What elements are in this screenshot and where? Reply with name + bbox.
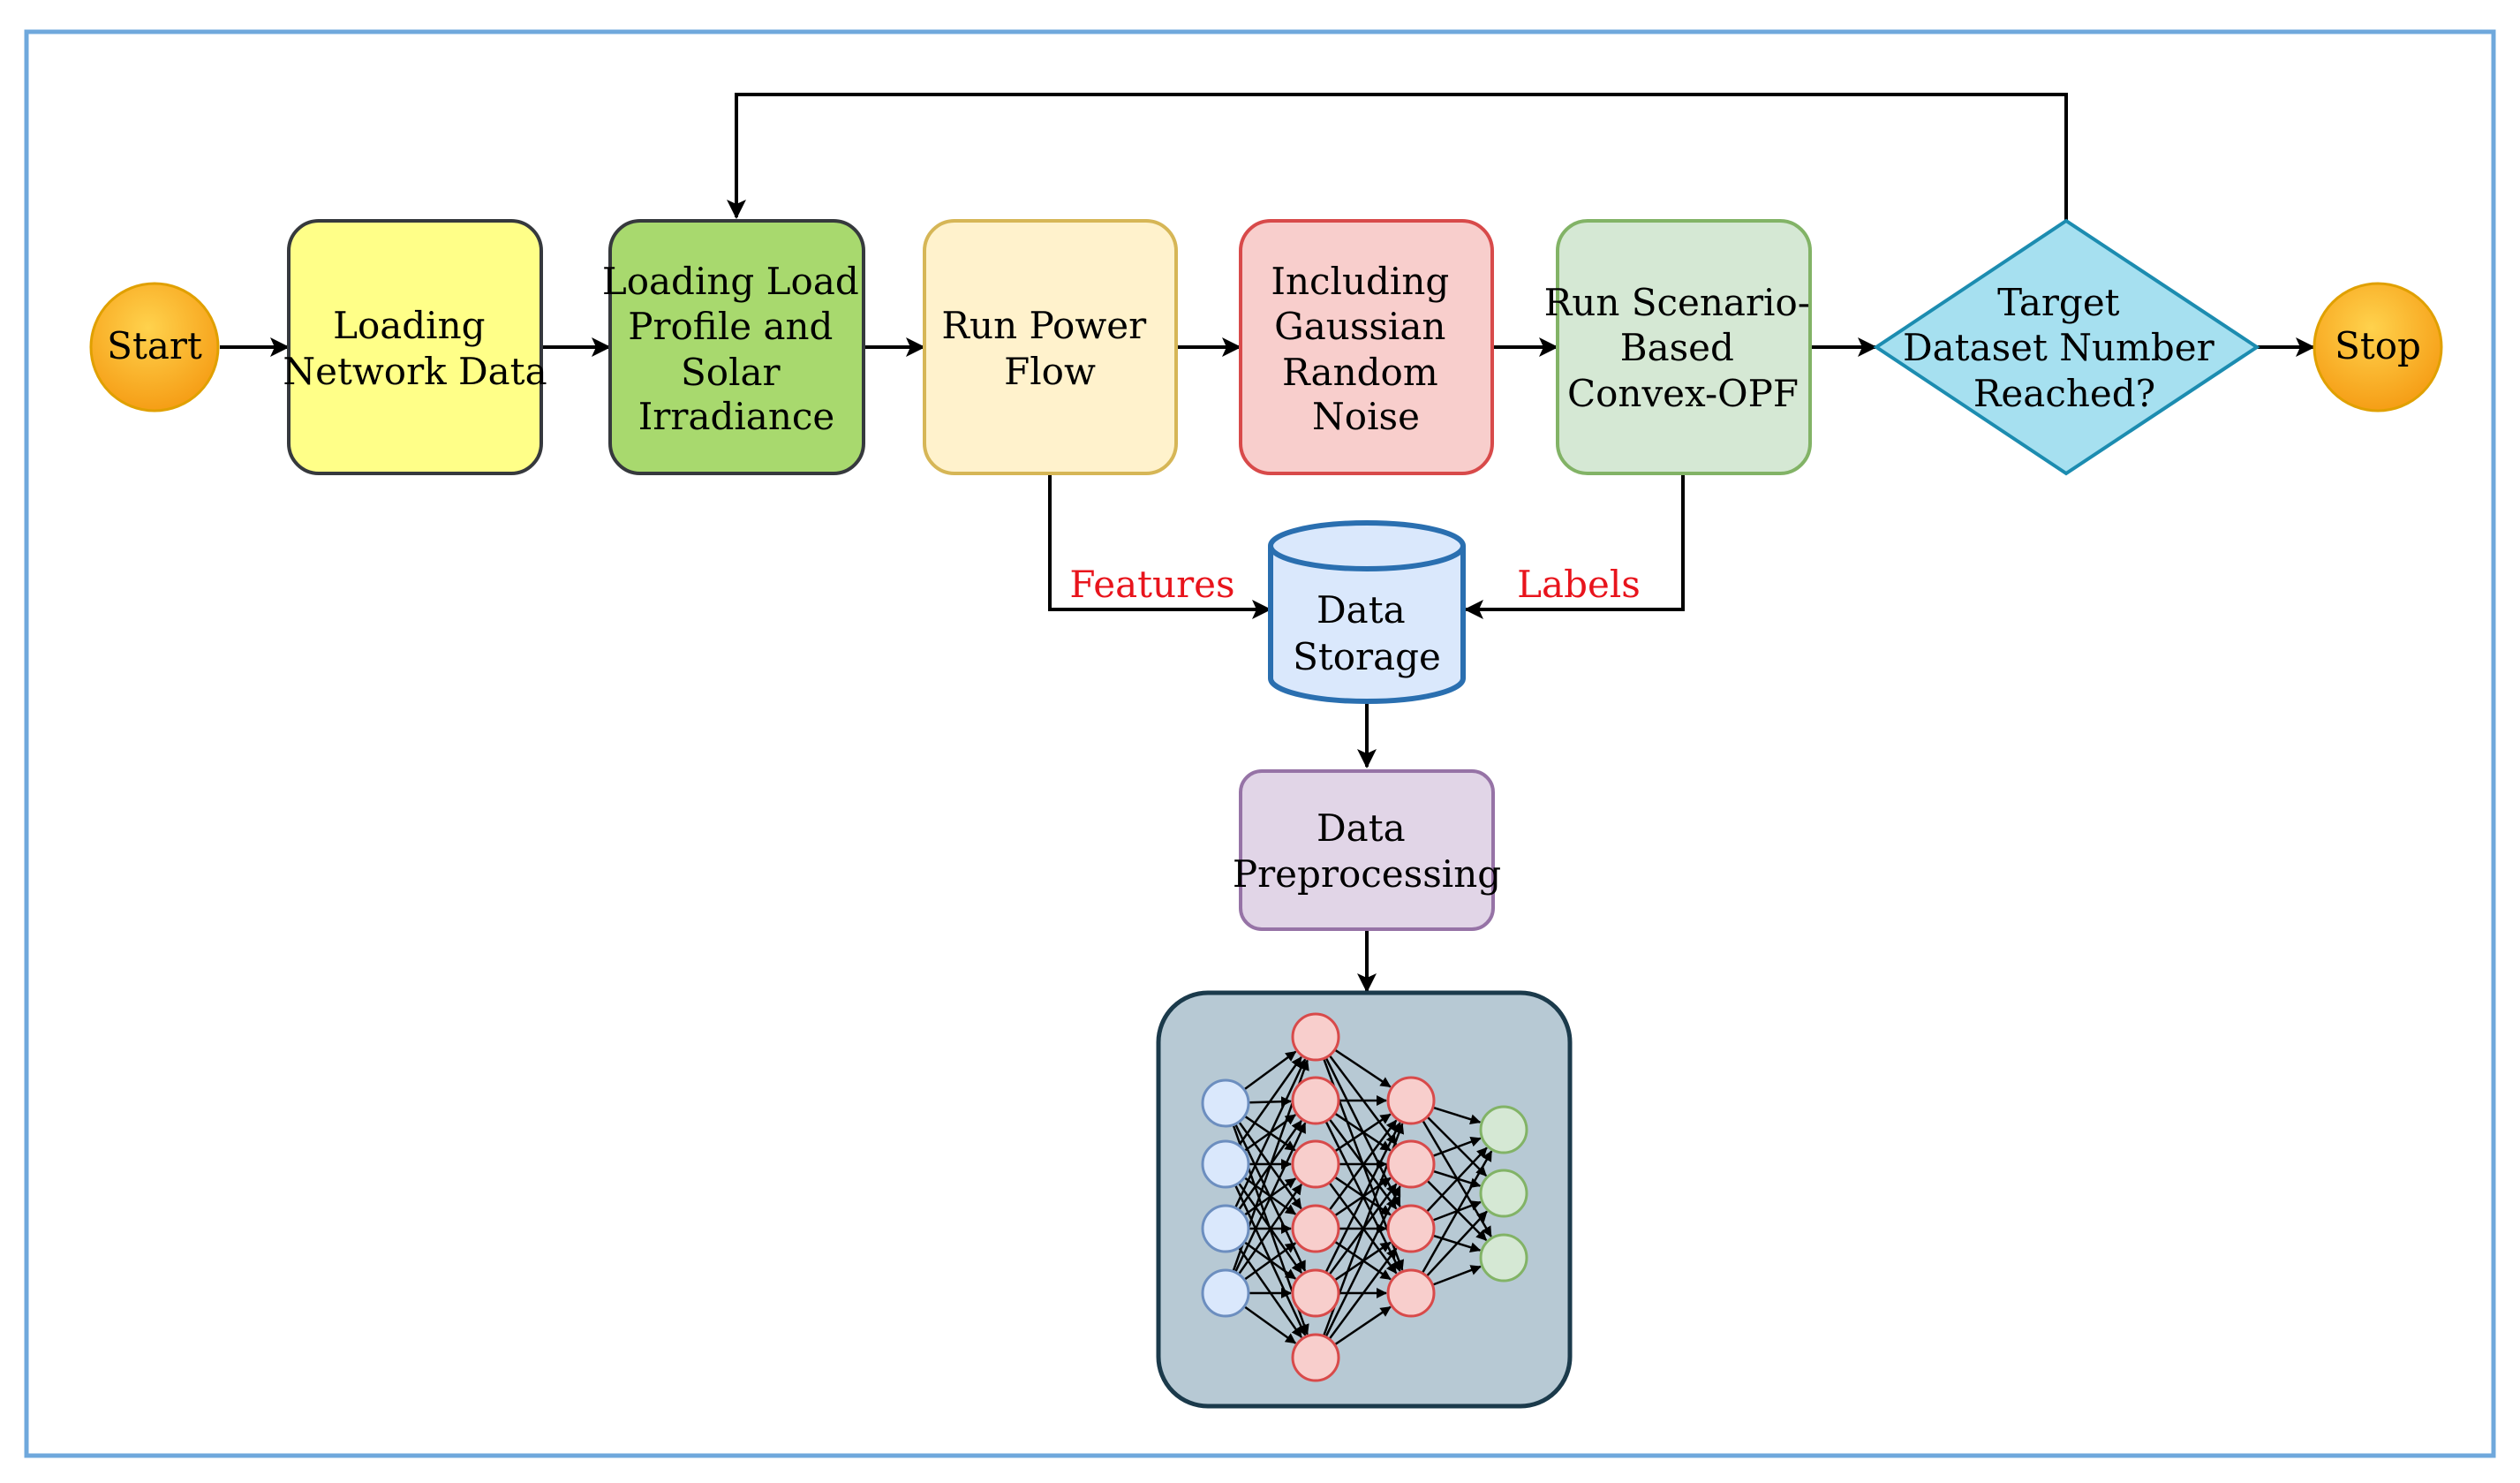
nn-connection: [1243, 1305, 1297, 1344]
nn-connection: [1425, 1210, 1488, 1277]
nn-hidden-neuron: [1386, 1268, 1436, 1318]
gaussian-noise-node: Including Gaussian Random Noise: [1239, 219, 1494, 475]
run-power-flow-line-2: Flow: [1004, 350, 1096, 393]
nn-connection: [1333, 1048, 1392, 1088]
nn-output-neuron: [1479, 1105, 1528, 1154]
nn-connection: [1333, 1305, 1392, 1346]
svg-text:Run Scenario- Based: Run Scenario- Based Convex-OPF: [1544, 281, 1822, 415]
svg-text:Loading Network Data: Loading Network Data: [283, 304, 547, 393]
edge-run-power-flow-to-data-storage: [1048, 473, 1271, 619]
svg-text:Data Storage: Data Storage: [1293, 588, 1441, 678]
svg-text:Data Preprocessing: Data Preprocessing: [1233, 806, 1501, 896]
features-label: Features: [1069, 563, 1234, 606]
loading-load-line-2: Profile and: [628, 305, 833, 348]
edge-convex-opf-to-data-storage: [1464, 473, 1685, 619]
nn-hidden-neuron: [1386, 1139, 1436, 1189]
convex-opf-line-3: Convex-OPF: [1567, 372, 1799, 415]
nn-connection: [1425, 1146, 1488, 1213]
nn-hidden-neuron: [1386, 1076, 1436, 1125]
gaussian-noise-line-2: Gaussian: [1274, 305, 1445, 348]
data-preprocessing-line-1: Data: [1317, 806, 1406, 850]
target-check-line-2: Dataset Number: [1903, 326, 2215, 369]
target-check-line-3: Reached?: [1973, 372, 2155, 415]
nn-connection: [1431, 1136, 1482, 1158]
nn-output-neuron: [1479, 1169, 1528, 1218]
nn-hidden-neuron: [1291, 1204, 1340, 1253]
data-preprocessing-node: Data Preprocessing: [1233, 769, 1501, 931]
svg-text:Target Dataset Number: Target Dataset Number Reached?: [1903, 281, 2226, 415]
nn-connection: [1432, 1106, 1482, 1125]
nn-hidden-neuron: [1291, 1268, 1340, 1318]
loading-network-line-1: Loading: [333, 304, 485, 347]
nn-hidden-neuron: [1291, 1333, 1340, 1382]
target-check-line-1: Target: [1997, 281, 2120, 324]
nn-connection: [1328, 1119, 1398, 1211]
start-node: Start: [89, 282, 220, 412]
neural-network-neurons: [1201, 1012, 1528, 1382]
nn-connection: [1237, 1184, 1302, 1275]
loading-load-line-3: Solar: [681, 351, 781, 394]
edge-loop-back-to-loading-load: [727, 93, 2068, 221]
nn-hidden-neuron: [1291, 1076, 1340, 1125]
data-preprocessing-line-2: Preprocessing: [1233, 852, 1501, 896]
stop-label: Stop: [2335, 324, 2421, 367]
target-check-decision-node: Target Dataset Number Reached?: [1873, 218, 2260, 476]
nn-input-neuron: [1201, 1268, 1250, 1318]
run-power-flow-node: Run Power Flow: [923, 219, 1178, 475]
data-storage-node: Data Storage: [1268, 520, 1466, 704]
gaussian-noise-line-3: Random: [1282, 351, 1438, 394]
gaussian-noise-line-1: Including: [1271, 260, 1449, 303]
data-storage-line-1: Data: [1317, 588, 1406, 632]
start-label: Start: [107, 324, 202, 367]
nn-output-neuron: [1479, 1233, 1528, 1282]
stop-node: Stop: [2313, 282, 2443, 412]
convex-opf-node: Run Scenario- Based Convex-OPF: [1544, 219, 1822, 475]
neural-network-connections: [1232, 1048, 1493, 1346]
edges: [220, 93, 2315, 993]
neural-network-node: [1156, 990, 1573, 1409]
svg-text:Loading Load Profile and: Loading Load Profile and Solar Irradianc…: [602, 260, 871, 438]
svg-text:Including Gaussian: Including Gaussian Random Noise: [1271, 260, 1460, 438]
loading-load-profile-node: Loading Load Profile and Solar Irradianc…: [602, 219, 871, 475]
nn-connection: [1238, 1056, 1302, 1146]
nn-connection: [1431, 1265, 1482, 1286]
nn-connection: [1234, 1058, 1307, 1209]
data-storage-line-2: Storage: [1293, 635, 1441, 678]
run-power-flow-line-1: Run Power: [941, 304, 1147, 347]
labels-label: Labels: [1517, 563, 1641, 606]
nn-input-neuron: [1201, 1139, 1250, 1189]
nn-input-neuron: [1201, 1078, 1250, 1128]
nn-connection: [1324, 1122, 1401, 1274]
nn-hidden-neuron: [1291, 1139, 1340, 1189]
nn-connection: [1243, 1242, 1297, 1281]
convex-opf-line-2: Based: [1620, 326, 1734, 369]
nn-hidden-neuron: [1291, 1012, 1340, 1062]
loading-network-line-2: Network Data: [283, 350, 547, 393]
convex-opf-line-1: Run Scenario-: [1544, 281, 1810, 324]
gaussian-noise-line-4: Noise: [1312, 395, 1420, 438]
svg-text:Run Power Flow: Run Power Flow: [941, 304, 1158, 393]
loading-network-data-node: Loading Network Data: [283, 219, 547, 475]
nn-connection: [1421, 1150, 1493, 1275]
loading-load-line-4: Irradiance: [638, 395, 835, 438]
nn-connection: [1333, 1113, 1392, 1153]
loading-load-line-1: Loading Load: [602, 260, 859, 303]
nn-connection: [1328, 1247, 1398, 1340]
nn-input-neuron: [1201, 1204, 1250, 1253]
nn-connection: [1324, 1185, 1401, 1338]
nn-connection: [1243, 1050, 1297, 1091]
nn-connection: [1234, 1122, 1307, 1273]
nn-hidden-neuron: [1386, 1204, 1436, 1253]
